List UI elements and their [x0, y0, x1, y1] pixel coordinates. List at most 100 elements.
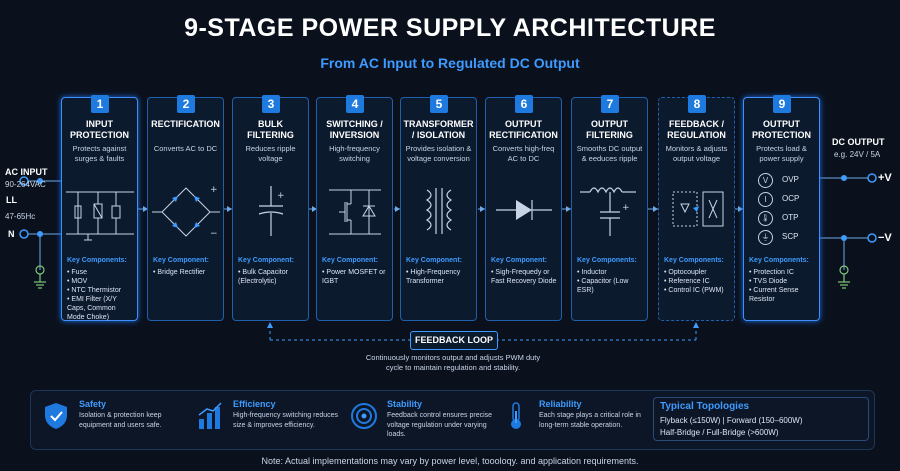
stage-title: INPUT PROTECTION — [69, 119, 129, 140]
component-item: Fuse — [67, 268, 134, 277]
neutral-terminal-label: N — [8, 229, 15, 239]
svg-text:+: + — [622, 203, 630, 213]
footnote: Note: Actual implementations may vary by… — [261, 456, 639, 466]
ac-input-label: AC INPUT — [5, 167, 48, 177]
component-item: TVS Diode — [749, 277, 816, 286]
components-heading: Key Component: — [322, 257, 378, 264]
stage-number: 6 — [515, 95, 533, 113]
feature-description: Each stage plays a critical role in long… — [539, 412, 641, 429]
stage-number: 8 — [688, 95, 706, 113]
feature-title: Safety — [79, 399, 107, 409]
component-list: Bulk Capacitor (Electrolytic) — [238, 268, 305, 286]
typical-topologies: Typical Topologies Flyback (≤150W) | For… — [653, 397, 869, 441]
stage-description: High-frequency switching — [329, 144, 380, 163]
component-item: Bulk Capacitor (Electrolytic) — [238, 268, 305, 286]
current-icon: I — [758, 192, 773, 207]
negative-terminal-label: −V — [878, 232, 892, 244]
components-heading: Key Components: — [577, 257, 637, 264]
topologies-title: Typical Topologies — [660, 401, 750, 412]
line-terminal-label: LL — [6, 195, 17, 205]
component-item: Current Sense Resistor — [749, 286, 816, 304]
component-list: High-Frequency Transformer — [406, 268, 473, 286]
stage-number: 1 — [91, 95, 109, 113]
component-item: Control IC (PWM) — [664, 286, 731, 295]
stage-output-filtering: 7 OUTPUT FILTERING Smooths DC output & e… — [571, 95, 648, 321]
component-item: Capacitor (Low ESR) — [577, 277, 644, 295]
stage-description: Protects load & power supply — [756, 144, 807, 163]
page-title: 9-STAGE POWER SUPPLY ARCHITECTURE — [184, 14, 716, 42]
feature-title: Reliability — [539, 399, 582, 409]
component-list: Fuse MOV NTC Thermistor EMI Filter (X/Y … — [67, 268, 134, 322]
svg-text:+: + — [210, 185, 218, 195]
feature-title: Efficiency — [233, 399, 276, 409]
stage-title: RECTIFICATION — [151, 119, 220, 129]
diode-icon — [496, 200, 552, 220]
feature-title: Stability — [387, 399, 423, 409]
stage-bulk-filtering: 3 BULK FILTERING Reduces ripple voltage … — [232, 95, 309, 321]
thermometer-icon — [511, 402, 521, 429]
positive-terminal-label: +V — [878, 172, 892, 184]
ac-input-frequency: 47-65Hc — [5, 212, 36, 221]
components-heading: Key Component: — [491, 257, 547, 264]
feedback-loop-label: FEEDBACK LOOP — [410, 331, 498, 350]
stage-title: SWITCHING / INVERSION — [326, 119, 383, 140]
stage-title: OUTPUT FILTERING — [586, 119, 633, 140]
protection-label: OTP — [782, 213, 799, 222]
stage-input-protection: 1 INPUT PROTECTION Protects against surg… — [61, 95, 138, 322]
thermometer-icon: 🌡 — [758, 211, 773, 226]
inductor-capacitor-icon: + — [580, 187, 636, 236]
shield-icon — [45, 403, 67, 429]
stage-description: Monitors & adjusts output voltage — [665, 144, 728, 163]
component-item: Reference IC — [664, 277, 731, 286]
components-heading: Key Components: — [749, 257, 809, 264]
dc-output-spec: e.g. 24V / 5A — [834, 150, 881, 159]
component-item: Bridge Rectifier — [153, 268, 220, 277]
feedback-loop-description: Continuously monitors output and adjusts… — [365, 353, 541, 372]
mosfet-icon — [329, 189, 381, 235]
stage-title: OUTPUT PROTECTION — [751, 119, 811, 140]
component-list: Power MOSFET or IGBT — [322, 268, 389, 286]
components-heading: Key Component: — [406, 257, 462, 264]
protection-label: OCP — [782, 194, 800, 203]
stage-number: 4 — [346, 95, 364, 113]
stage-title: TRANSFORMER / ISOLATION — [403, 119, 474, 140]
protection-label: OVP — [782, 175, 799, 184]
bulk-capacitor-icon: + — [258, 186, 285, 236]
bar-chart-icon — [198, 402, 222, 429]
feature-description: High-frequency switching reduces size & … — [233, 412, 339, 429]
svg-text:+: + — [277, 191, 285, 201]
stage-switching-inversion: 4 SWITCHING / INVERSION High-frequency s… — [316, 95, 393, 321]
optocoupler-icon — [672, 191, 724, 227]
feature-description: Isolation & protection keep equipment an… — [79, 412, 162, 429]
features-panel: Safety Isolation & protection keep equip… — [30, 390, 875, 450]
stage-description: Smooths DC output & eeduces ripple — [576, 144, 643, 163]
protection-label: SCP — [782, 232, 799, 241]
component-list: Protection IC TVS Diode Current Sense Re… — [749, 268, 816, 304]
stage-title: OUTPUT RECTIFICATION — [489, 119, 558, 140]
component-item: MOV — [67, 277, 134, 286]
stage-title: BULK FILTERING — [247, 119, 294, 140]
stage-number: 2 — [177, 95, 195, 113]
components-heading: Key Components: — [67, 257, 127, 264]
stage-output-rectification: 6 OUTPUT RECTIFICATION Converts high-fre… — [485, 95, 562, 321]
target-icon — [351, 403, 377, 429]
stage-transformer-isolation: 5 TRANSFORMER / ISOLATION Provides isola… — [400, 95, 477, 321]
stage-description: Provides isolation & voltage conversion — [405, 144, 472, 163]
stage-description: Reduces ripple voltage — [245, 144, 296, 163]
component-item: Sigh-Frequedy or Fast Recovery Diode — [491, 268, 558, 286]
component-item: Inductor — [577, 268, 644, 277]
component-list: Optocoupler Reference IC Control IC (PWM… — [664, 268, 731, 295]
component-item: Protection IC — [749, 268, 816, 277]
dc-output-label: DC OUTPUT — [832, 137, 885, 147]
component-item: EMI Filter (X/Y Caps, Common Mode Choke) — [67, 295, 134, 322]
stage-output-protection: 9 OUTPUT PROTECTION Protects load & powe… — [743, 95, 820, 321]
component-list: Bridge Rectifier — [153, 268, 220, 277]
stage-number: 9 — [773, 95, 791, 113]
stage-number: 3 — [262, 95, 280, 113]
stage-rectification: 2 RECTIFICATION Converts AC to DC + − Ke… — [147, 95, 224, 321]
components-heading: Key Component: — [153, 257, 209, 264]
stage-description: Converts high-freq AC to DC — [492, 144, 555, 163]
topologies-line: Flyback (≤150W) | Forward (150–600W) — [660, 416, 803, 425]
page-subtitle: From AC Input to Regulated DC Output — [320, 55, 580, 71]
components-heading: Key Components: — [664, 257, 724, 264]
